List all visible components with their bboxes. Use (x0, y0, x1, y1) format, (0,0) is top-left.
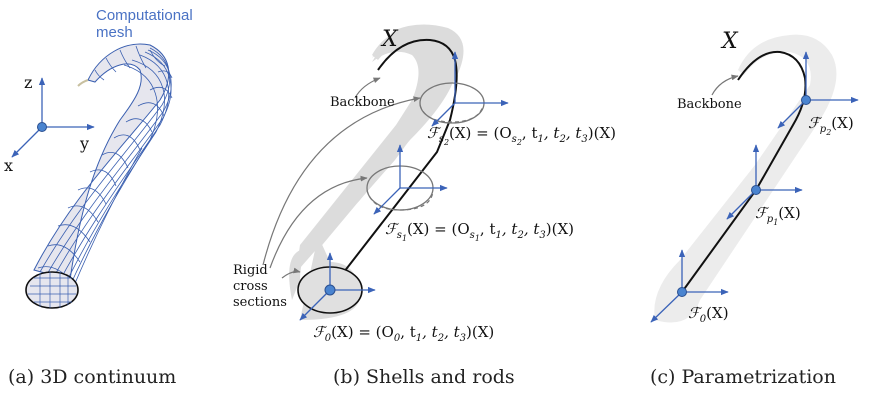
frame-0-label: ℱ0(X) = (O0, t1, t2, t3)(X) (313, 323, 494, 344)
panel-b: X Backbone Rigid cross sections ℱs2(X) =… (233, 24, 616, 344)
axes-triad (11, 77, 95, 158)
panel-c-backbone (681, 50, 807, 293)
axis-x-label: x (4, 156, 13, 175)
shell-shape (292, 39, 442, 300)
panel-b-X-label: X (380, 27, 399, 52)
mesh-label-line2: mesh (96, 24, 133, 41)
cross-section-s1-hidden (366, 189, 434, 211)
panel-c-frame-p2-axes (777, 51, 859, 129)
mesh-rings (37, 45, 173, 283)
panel-c-shell (654, 34, 837, 323)
frame-s1-label: ℱs1(X) = (Os1, t1, t2, t3)(X) (385, 220, 574, 243)
rigid-line1: Rigid (233, 263, 268, 278)
end-cap-mesh (28, 272, 76, 308)
frame-p1-label: ℱp1(X) (755, 204, 801, 227)
panel-b-backbone-label: Backbone (330, 95, 395, 110)
end-cap (25, 271, 79, 309)
caption-b: (b) Shells and rods (333, 366, 515, 388)
panel-c-backbone-pointer (711, 74, 739, 96)
panel-c: X Backbone ℱp2(X) ℱp1(X) ℱ0(X) (650, 29, 859, 325)
mesh-label-line1: Computational (96, 7, 193, 24)
panel-c-X-label: X (720, 29, 739, 54)
panel-a: z y x Computational mesh (4, 7, 193, 309)
rigid-line2: cross (233, 279, 268, 294)
frame-s2-axes (431, 51, 509, 127)
rigid-section-pointers (262, 77, 421, 279)
tube-body (33, 43, 170, 281)
caption-a: (a) 3D continuum (8, 366, 177, 388)
frame-p2-label: ℱp2(X) (808, 114, 854, 137)
shell-shape-outer (289, 27, 458, 300)
panel-c-frame-p1-axes (726, 144, 803, 220)
tube-tip (77, 79, 89, 87)
cross-section-s2-hidden (419, 104, 484, 123)
panel-c-frame-0-axes (650, 249, 729, 323)
frame-0-axes (299, 252, 376, 321)
frame-s1-axes (373, 144, 448, 215)
frame-s2-label: ℱs2(X) = (Os2, t1, t2, t3)(X) (427, 124, 616, 147)
shell-shape-fill (300, 24, 464, 320)
panel-c-backbone-label: Backbone (677, 97, 742, 112)
panel-c-frame-0-label: ℱ0(X) (688, 304, 729, 325)
axis-z-label: z (24, 73, 32, 92)
axis-y-label: y (79, 134, 89, 153)
rigid-line3: sections (233, 295, 287, 310)
caption-c: (c) Parametrization (650, 366, 836, 388)
